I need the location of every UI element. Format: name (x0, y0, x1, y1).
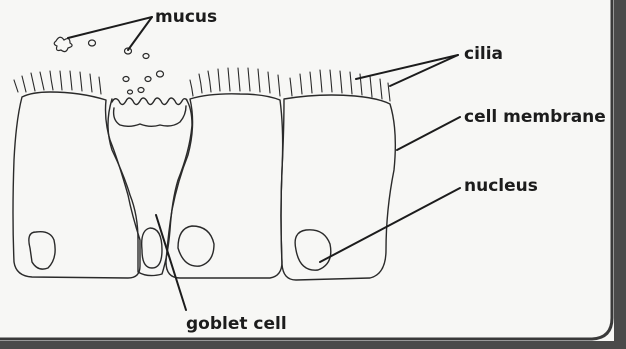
cell-membrane-label: cell membrane (464, 109, 606, 126)
cilia-label: cilia (464, 46, 503, 63)
mucus-droplet (123, 77, 129, 82)
mucus-droplet (128, 90, 133, 94)
mucus-droplet (138, 88, 144, 93)
mucus-droplet (143, 54, 149, 59)
frame-right-band (614, 0, 626, 349)
mucus-droplet (157, 71, 164, 77)
mucus-label: mucus (155, 9, 217, 26)
mucus-droplet (89, 40, 96, 46)
goblet-cell-label: goblet cell (186, 316, 287, 333)
nucleus-label: nucleus (464, 178, 538, 195)
mucus-droplet (145, 77, 151, 82)
frame-bottom-band (0, 341, 626, 349)
